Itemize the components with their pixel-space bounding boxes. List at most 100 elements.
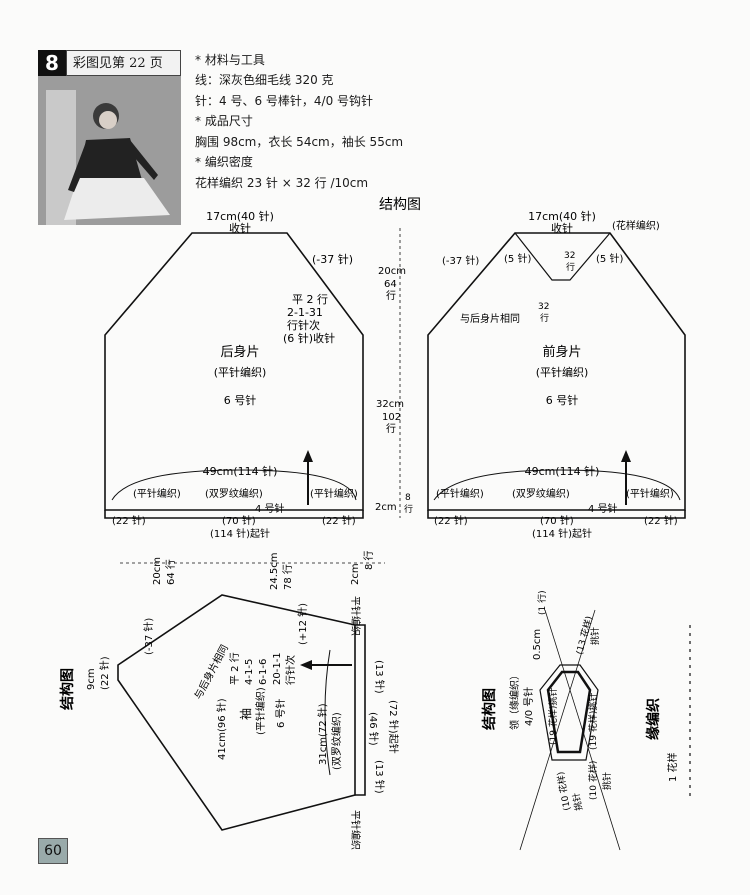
sleeve-decrease: (-37 针) [142, 618, 155, 655]
sleeve-name: 袖 [238, 708, 253, 720]
yarn-spec: 线：深灰色细毛线 320 克 [195, 73, 334, 87]
collar-pick-10-left-label: 挑针 [570, 792, 585, 812]
size-heading: * 成品尺寸 [195, 114, 253, 128]
back-piece-name: 后身片 [220, 344, 259, 360]
back-rib-rows-a: 8 [405, 493, 411, 503]
back-cast-on: (114 针)起针 [210, 527, 270, 540]
collar-pick-13-label: 挑针 [589, 627, 601, 645]
page-number: 60 [38, 838, 68, 864]
sleeve-cast-on: (72 针)起针 [387, 700, 400, 754]
front-rib-mid: (双罗纹编织) [512, 487, 570, 500]
front-rib-left: (平针编织) [436, 487, 484, 500]
size-spec: 胸围 98cm，衣长 54cm，袖长 55cm [195, 135, 404, 149]
sleeve-inc-4: 20-1-1 [272, 652, 283, 685]
sleeve-height-a-rows: 64 行 [164, 559, 177, 585]
back-height-body: 32cm [376, 399, 404, 410]
back-count-right: (22 针) [322, 514, 356, 527]
back-width: 49cm(114 针) [203, 464, 278, 478]
back-height-top-rows-a: 64 [384, 279, 397, 290]
back-stitch: (平针编织) [214, 365, 267, 379]
sleeve-cuff-rows: 8 行 [362, 550, 375, 570]
back-rib-needle: 4 号针 [255, 502, 285, 515]
sleeve-bottom-pattern: 平针编织 [349, 810, 362, 850]
front-needle: 6 号针 [546, 393, 579, 407]
collar-pick-10-left: (10 花样) [554, 771, 573, 812]
back-height-top: 20cm [378, 266, 406, 277]
collar-label-a: 领（缘编织） [508, 670, 521, 730]
back-rib-height: 2cm [375, 502, 397, 513]
structure-title: 结构图 [379, 197, 421, 213]
sleeve-inc-1: 平 2 行 [228, 652, 241, 685]
front-stitch: (平针编织) [536, 365, 589, 379]
sleeve-stitch: (平针编织) [254, 687, 267, 735]
back-raglan-2: 2-1-31 [287, 306, 323, 319]
front-rib-needle: 4 号针 [588, 502, 618, 515]
front-count-left: (22 针) [434, 514, 468, 527]
photo-figure [38, 50, 181, 225]
color-page-ref: 彩图见第 22 页 [66, 50, 181, 76]
front-side-left: (5 针) [504, 252, 531, 265]
collar-pick-19-left: (19 花样)挑针 [547, 688, 559, 745]
back-rib-band [104, 510, 364, 519]
pattern-number: 8 [38, 50, 66, 76]
back-top-width: 17cm(40 针) [206, 209, 274, 223]
sleeve-inc-3: 6-1-6 [258, 659, 269, 685]
collar-pick-19-right: (19 花样)挑针 [587, 693, 599, 750]
front-top-bind: 收针 [551, 221, 573, 235]
sleeve-cuff [355, 624, 366, 796]
sleeve-top-width: 9cm [86, 668, 97, 690]
edging-title: 缘编织 [645, 698, 662, 740]
sleeve-height-a: 20cm [152, 557, 163, 585]
back-raglan-1: 平 2 行 [292, 293, 328, 306]
back-shoulder: (-37 针) [312, 252, 353, 266]
back-count-mid: (70 针) [222, 514, 256, 527]
sleeve-inc-total: (+12 针) [296, 603, 309, 645]
front-center-c: 32 [538, 302, 549, 312]
sleeve-cuff-length: 31cm(72 针) [316, 703, 329, 765]
back-rib-left: (平针编织) [133, 487, 181, 500]
collar-rows: (1 行) [536, 590, 548, 615]
sleeve-length: 41cm(96 针) [215, 698, 228, 760]
gauge-spec: 花样编织 23 针 × 32 行 /10cm [195, 176, 369, 190]
front-top-width: 17cm(40 针) [528, 209, 596, 223]
front-cast-on: (114 针)起针 [532, 527, 592, 540]
back-raglan-3: 行针次 [287, 318, 320, 332]
front-neckline [514, 232, 611, 281]
front-rib-right: (平针编织) [626, 487, 674, 500]
front-width: 49cm(114 针) [525, 464, 600, 478]
sleeve-cuff-stitch: (双罗纹编织) [330, 712, 343, 770]
model-photo: 8 彩图见第 22 页 [38, 50, 181, 225]
front-same-as-back: 与后身片相同 [460, 312, 520, 325]
front-center-b: 行 [566, 261, 575, 273]
sleeve-height-b-rows: 78 行 [281, 564, 294, 590]
front-piece-name: 前身片 [542, 344, 581, 360]
sleeve-cuff-height: 2cm [350, 563, 361, 585]
sleeve-count-46: (46 针) [367, 712, 380, 746]
sleeve-top-count: (22 针) [98, 656, 111, 690]
sleeve-inc-2: 4-1-5 [244, 659, 255, 685]
sleeve-structure-title: 结构图 [59, 668, 76, 710]
back-top-bind: 收针 [229, 221, 251, 235]
front-center-d: 行 [540, 312, 549, 324]
front-count-mid: (70 针) [540, 514, 574, 527]
gauge-heading: * 编织密度 [195, 155, 253, 169]
front-shoulder: (-37 针) [442, 254, 479, 267]
sleeve-needle: 6 号针 [274, 698, 287, 728]
needle-spec: 针：4 号、6 号棒针，4/0 号钩针 [195, 94, 374, 108]
front-side-right: (5 针) [596, 252, 623, 265]
sleeve-cuff-pattern: 平针编织 [349, 596, 362, 636]
back-height-body-rows-a: 102 [382, 412, 401, 423]
back-rib-mid: (双罗纹编织) [205, 487, 263, 500]
front-pattern-note: (花样编织) [612, 219, 660, 232]
back-count-left: (22 针) [112, 514, 146, 527]
back-height-body-rows-b: 行 [386, 422, 396, 435]
back-rib-rows-b: 行 [404, 503, 413, 515]
sleeve-count-13a: (13 针) [373, 660, 386, 694]
collar-pick-10-right: (10 花样) [587, 761, 599, 800]
back-raglan-4: (6 针)收针 [283, 331, 335, 345]
sleeve-count-13b: (13 针) [373, 760, 386, 794]
front-center-a: 32 [564, 251, 575, 261]
back-height-top-rows-b: 行 [386, 289, 396, 302]
back-rib-right: (平针编织) [310, 487, 358, 500]
